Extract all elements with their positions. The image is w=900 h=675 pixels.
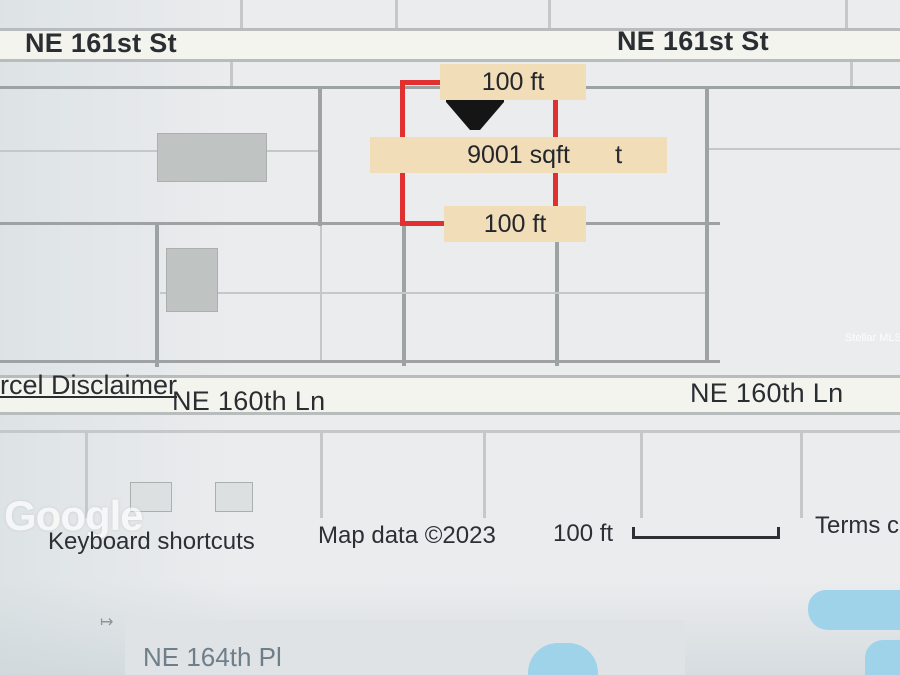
google-logo: Google: [4, 492, 144, 539]
building-footprint: [130, 482, 172, 512]
lot-line: [709, 148, 900, 150]
water-body: [865, 640, 900, 675]
parcel-area-suffix: t: [615, 139, 623, 169]
road-label-ne-160th-ln: NE 160th Ln: [172, 386, 326, 416]
parcel-bottom-measurement: 100 ft: [444, 206, 586, 242]
parcel-top-measurement: 100 ft: [440, 64, 586, 100]
lot-line: [555, 226, 559, 366]
lot-line: [318, 86, 322, 226]
scale-bar[interactable]: [632, 527, 780, 539]
lot-line: [548, 0, 551, 28]
lot-line: [402, 226, 406, 366]
road-label-ne-161st-st: NE 161st St: [617, 26, 769, 56]
water-body: [528, 643, 598, 675]
lot-line: [483, 433, 486, 518]
building-footprint: [157, 133, 267, 182]
lot-line: [155, 222, 159, 367]
lot-line: [85, 433, 88, 518]
road-ne-160th-ln: [0, 375, 900, 415]
road-label-ne-164th-pl: NE 164th Pl: [143, 642, 282, 672]
map-data-attribution: Map data ©2023: [318, 522, 496, 549]
lot-line: [0, 360, 720, 363]
building-footprint: [166, 248, 218, 312]
terms-link[interactable]: Terms c: [815, 512, 899, 539]
road-ne-161st-st: [0, 28, 900, 62]
lot-line: [320, 433, 323, 518]
road-label-ne-160th-ln: NE 160th Ln: [690, 378, 844, 408]
lot-line: [240, 0, 243, 28]
background-tint: [0, 0, 240, 675]
keyboard-shortcuts-link[interactable]: Keyboard shortcuts: [48, 528, 255, 555]
water-body: [808, 590, 900, 630]
lot-line: [0, 430, 900, 433]
lot-line: [320, 226, 322, 360]
building-footprint: [215, 482, 253, 512]
lot-line: [640, 433, 643, 518]
lot-line: [845, 0, 848, 28]
stellar-mls-watermark: Stellar MLS: [845, 332, 900, 344]
lot-line: [705, 86, 709, 362]
lot-line: [800, 433, 803, 518]
lot-line: [160, 292, 705, 294]
parcel-area-label: 9001 sqft: [370, 137, 667, 173]
arrow-right-icon: ↦: [100, 614, 114, 631]
lot-line: [0, 222, 720, 225]
parcel-disclaimer-link[interactable]: rcel Disclaimer: [0, 370, 178, 400]
lot-line: [850, 62, 853, 86]
lot-line: [395, 0, 398, 28]
scale-label: 100 ft: [553, 520, 614, 547]
parcel-area-value: 9001 sqft: [467, 141, 570, 169]
lot-line: [230, 62, 233, 86]
road-label-ne-161st-st: NE 161st St: [25, 28, 177, 58]
